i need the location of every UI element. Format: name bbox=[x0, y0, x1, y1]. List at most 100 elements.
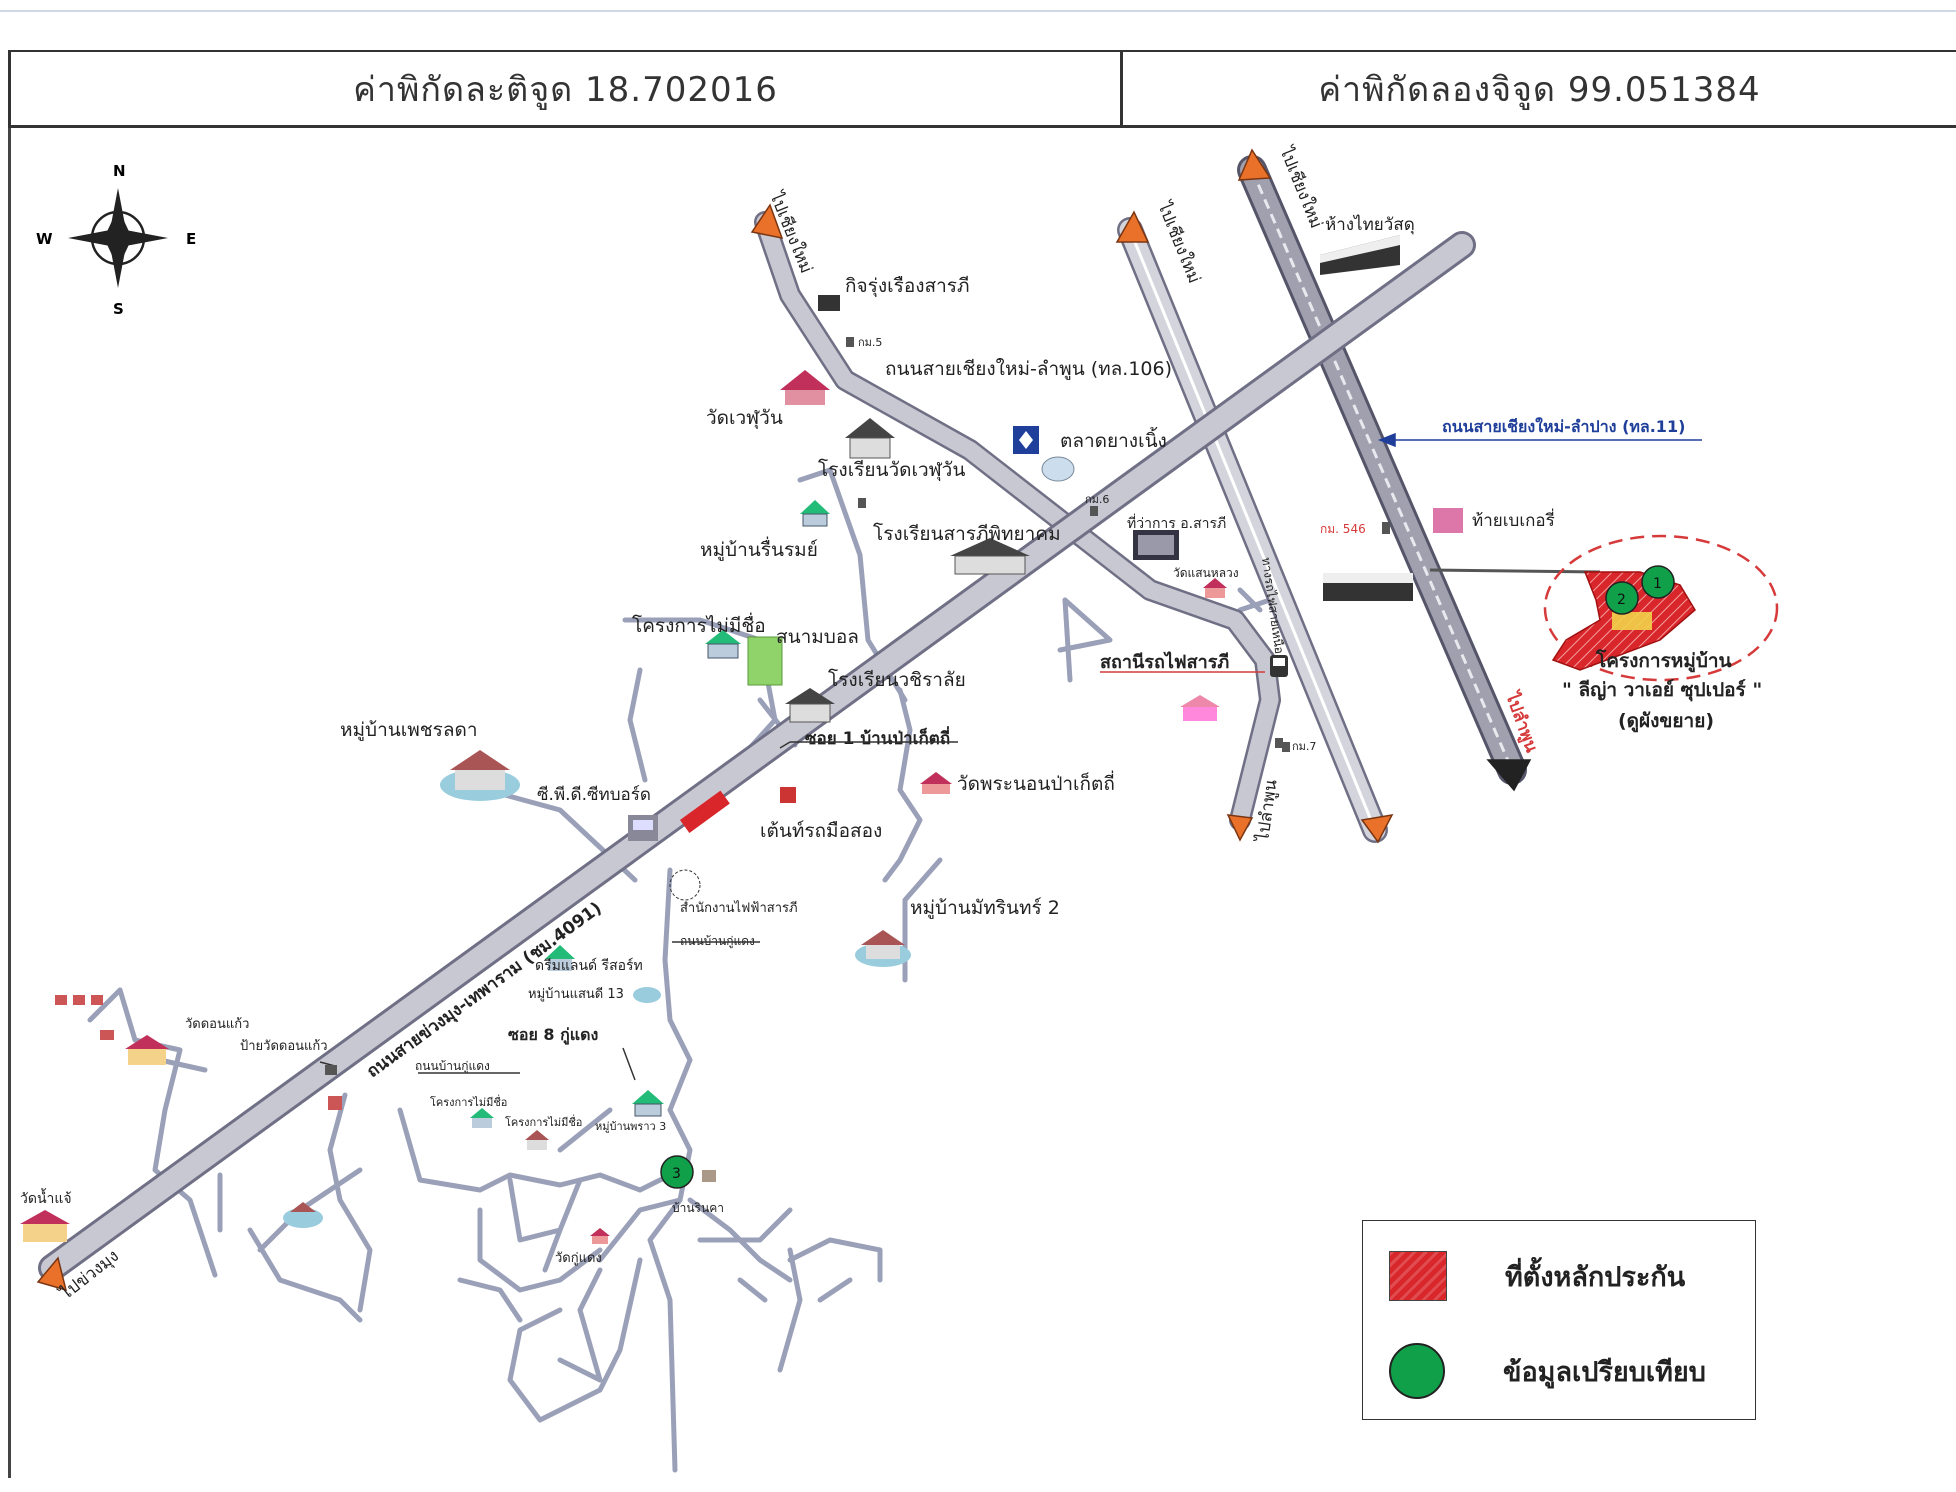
label-thai-watsadu: ห้างไทยวัสดุ bbox=[1325, 214, 1415, 235]
house-small-icon bbox=[702, 1170, 716, 1182]
label-school-wehuwan: โรงเรียนวัดเวฬุวัน bbox=[818, 458, 965, 482]
label-village-petcharada: หมู่บ้านเพชรลดา bbox=[340, 719, 478, 741]
sign-small-icon bbox=[328, 1096, 342, 1110]
label-km546: กม. 546 bbox=[1320, 522, 1366, 536]
pea-icon bbox=[669, 869, 701, 901]
longitude-cell: ค่าพิกัดลองจิจูด 99.051384 bbox=[1123, 52, 1956, 125]
pole-icon bbox=[1090, 506, 1098, 516]
label-village-rinrom: หมู่บ้านรื่นรมย์ bbox=[700, 536, 818, 561]
cpd-icon bbox=[628, 815, 658, 841]
local-roads bbox=[87, 467, 1293, 1473]
label-km7: กม.7 bbox=[1292, 740, 1316, 753]
label-ban-rinkha: บ้านรินคา bbox=[672, 1201, 724, 1215]
village-rinrom-icon bbox=[800, 500, 830, 527]
warehouse-icon bbox=[1323, 573, 1413, 601]
arrow-to-chiangmai-3 bbox=[1237, 148, 1272, 181]
school-wachira-icon bbox=[785, 688, 835, 723]
label-soi-1: ซอย 1 บ้านป่าเก็ตถี่ bbox=[805, 726, 950, 749]
label-project-maimeechue: โครงการไม่มีชื่อ bbox=[632, 612, 766, 637]
compass-rose: N S E W bbox=[36, 162, 196, 318]
label-cpd: ซี.พี.ดี.ซีทบอร์ด bbox=[537, 785, 651, 805]
pole-icon bbox=[1282, 742, 1290, 752]
market-icon bbox=[1041, 456, 1075, 482]
wat-donkaew-icon bbox=[125, 1035, 169, 1065]
label-project-b: โครงการไม่มีชื่อ bbox=[505, 1114, 582, 1129]
project-icon bbox=[705, 630, 741, 659]
label-km6: กม.6 bbox=[1085, 493, 1109, 506]
label-subject-line3: (ดูผังขยาย) bbox=[1618, 710, 1714, 733]
label-wat-phranon: วัดพระนอนป่าเก็ตถี่ bbox=[957, 770, 1115, 795]
pole-icon bbox=[1382, 522, 1390, 534]
label-wat-kudaeng: วัดกู่แดง bbox=[555, 1251, 602, 1266]
district-office-icon bbox=[1133, 530, 1179, 560]
latitude-cell: ค่าพิกัดละติจูด 18.702016 bbox=[11, 52, 1123, 125]
left-frame-line bbox=[8, 128, 11, 1478]
road-106 bbox=[754, 211, 1281, 831]
label-football: สนามบอล bbox=[776, 626, 859, 648]
label-village-mathirin: หมู่บ้านมัทรินทร์ 2 bbox=[910, 897, 1060, 919]
label-road-106: ถนนสายเชียงใหม่-ลำพูน (ทล.106) bbox=[885, 358, 1172, 380]
temple-small-icon bbox=[55, 995, 103, 1005]
compass-n: N bbox=[113, 162, 126, 180]
label-bakery: ท้ายเบเกอรี่ bbox=[1472, 508, 1555, 531]
compass-w: W bbox=[36, 230, 53, 248]
project-a-icon bbox=[470, 1108, 494, 1128]
legend-row-collateral: ที่ตั้งหลักประกัน bbox=[1389, 1251, 1685, 1301]
label-soi-8: ซอย 8 กู่แดง bbox=[508, 1025, 598, 1046]
label-kitrung: กิจรุ่งเรืองสารภี bbox=[845, 275, 970, 298]
railway-road bbox=[1117, 217, 1388, 843]
legend-comparison-label: ข้อมูลเปรียบเทียบ bbox=[1503, 1356, 1706, 1388]
station-icon bbox=[1270, 655, 1288, 677]
road-11 bbox=[1237, 155, 1527, 785]
village-mathirin-icon bbox=[855, 930, 911, 967]
pole-icon bbox=[1275, 738, 1283, 748]
label-village-saensuk: หมู่บ้านแสนดี 13 bbox=[528, 986, 624, 1002]
pole-icon bbox=[858, 498, 866, 508]
arrow-to-lamphun-2 bbox=[1360, 814, 1394, 844]
village-petcharada-icon bbox=[440, 750, 520, 801]
compass-e: E bbox=[186, 230, 196, 248]
label-used-car: เต้นท์รถมือสอง bbox=[760, 820, 882, 842]
direction-arrows bbox=[36, 148, 1532, 1292]
project-b-icon bbox=[525, 1130, 549, 1150]
pole-icon bbox=[846, 337, 854, 347]
comparison-marker-3-label: 3 bbox=[672, 1166, 681, 1182]
label-district-office: ที่ว่าการ อ.สารภี bbox=[1127, 514, 1226, 532]
house-icon bbox=[1180, 695, 1220, 721]
wat-kudaeng-icon bbox=[590, 1228, 610, 1244]
annotation-lines bbox=[319, 432, 1702, 1081]
longitude-text: ค่าพิกัดลองจิจูด 99.051384 bbox=[1318, 69, 1761, 110]
bakery-icon bbox=[1433, 508, 1463, 533]
dreamland-icon bbox=[545, 945, 575, 971]
map-legend: ที่ตั้งหลักประกัน ข้อมูลเปรียบเทียบ bbox=[1362, 1220, 1756, 1420]
label-school-saraphi: โรงเรียนสารภีพิทยาคม bbox=[873, 522, 1061, 545]
legend-comparison-swatch bbox=[1389, 1343, 1445, 1399]
football-field bbox=[747, 636, 783, 686]
village-saensuk-icon bbox=[633, 987, 661, 1003]
label-km5: กม.5 bbox=[858, 336, 882, 349]
building-icon bbox=[818, 295, 840, 311]
label-road-11: ถนนสายเชียงใหม่-ลำปาง (ทล.11) bbox=[1442, 417, 1685, 436]
sign-icon bbox=[325, 1065, 337, 1075]
legend-row-comparison: ข้อมูลเปรียบเทียบ bbox=[1389, 1343, 1706, 1399]
map-icons bbox=[20, 235, 1463, 1244]
label-wat-donkaew: วัดดอนแก้ว bbox=[185, 1017, 249, 1032]
wat-sanluang-icon bbox=[1203, 578, 1227, 598]
arrow-to-lamphun-1 bbox=[1226, 814, 1254, 842]
comparison-markers: 3 bbox=[660, 1155, 694, 1189]
label-subject-line2: " ลีญ่า วาเอย์ ซุปเปอร์ " bbox=[1562, 679, 1762, 702]
label-road-kudaeng: ถนนบ้านกู่แดง bbox=[415, 1059, 490, 1074]
label-school-wachira: โรงเรียนวชิราลัย bbox=[828, 668, 966, 691]
subject-property: 2 1 bbox=[1543, 534, 1779, 682]
label-wat-sanluang: วัดแสนหลวง bbox=[1173, 566, 1239, 580]
top-rule bbox=[0, 10, 1956, 12]
village-3-icon bbox=[632, 1090, 664, 1117]
label-train-station: สถานีรถไฟสารภี bbox=[1100, 651, 1229, 673]
arrow-to-chiangmai-2 bbox=[1115, 210, 1150, 243]
school-icon bbox=[845, 418, 895, 459]
main-road-4091 bbox=[38, 231, 1476, 1282]
legend-collateral-label: ที่ตั้งหลักประกัน bbox=[1505, 1261, 1686, 1293]
arrow-to-lamphun-black bbox=[1486, 759, 1532, 792]
arrow-to-khuangmung bbox=[36, 1256, 68, 1292]
label-project-a: โครงการไม่มีชื่อ bbox=[430, 1094, 507, 1109]
